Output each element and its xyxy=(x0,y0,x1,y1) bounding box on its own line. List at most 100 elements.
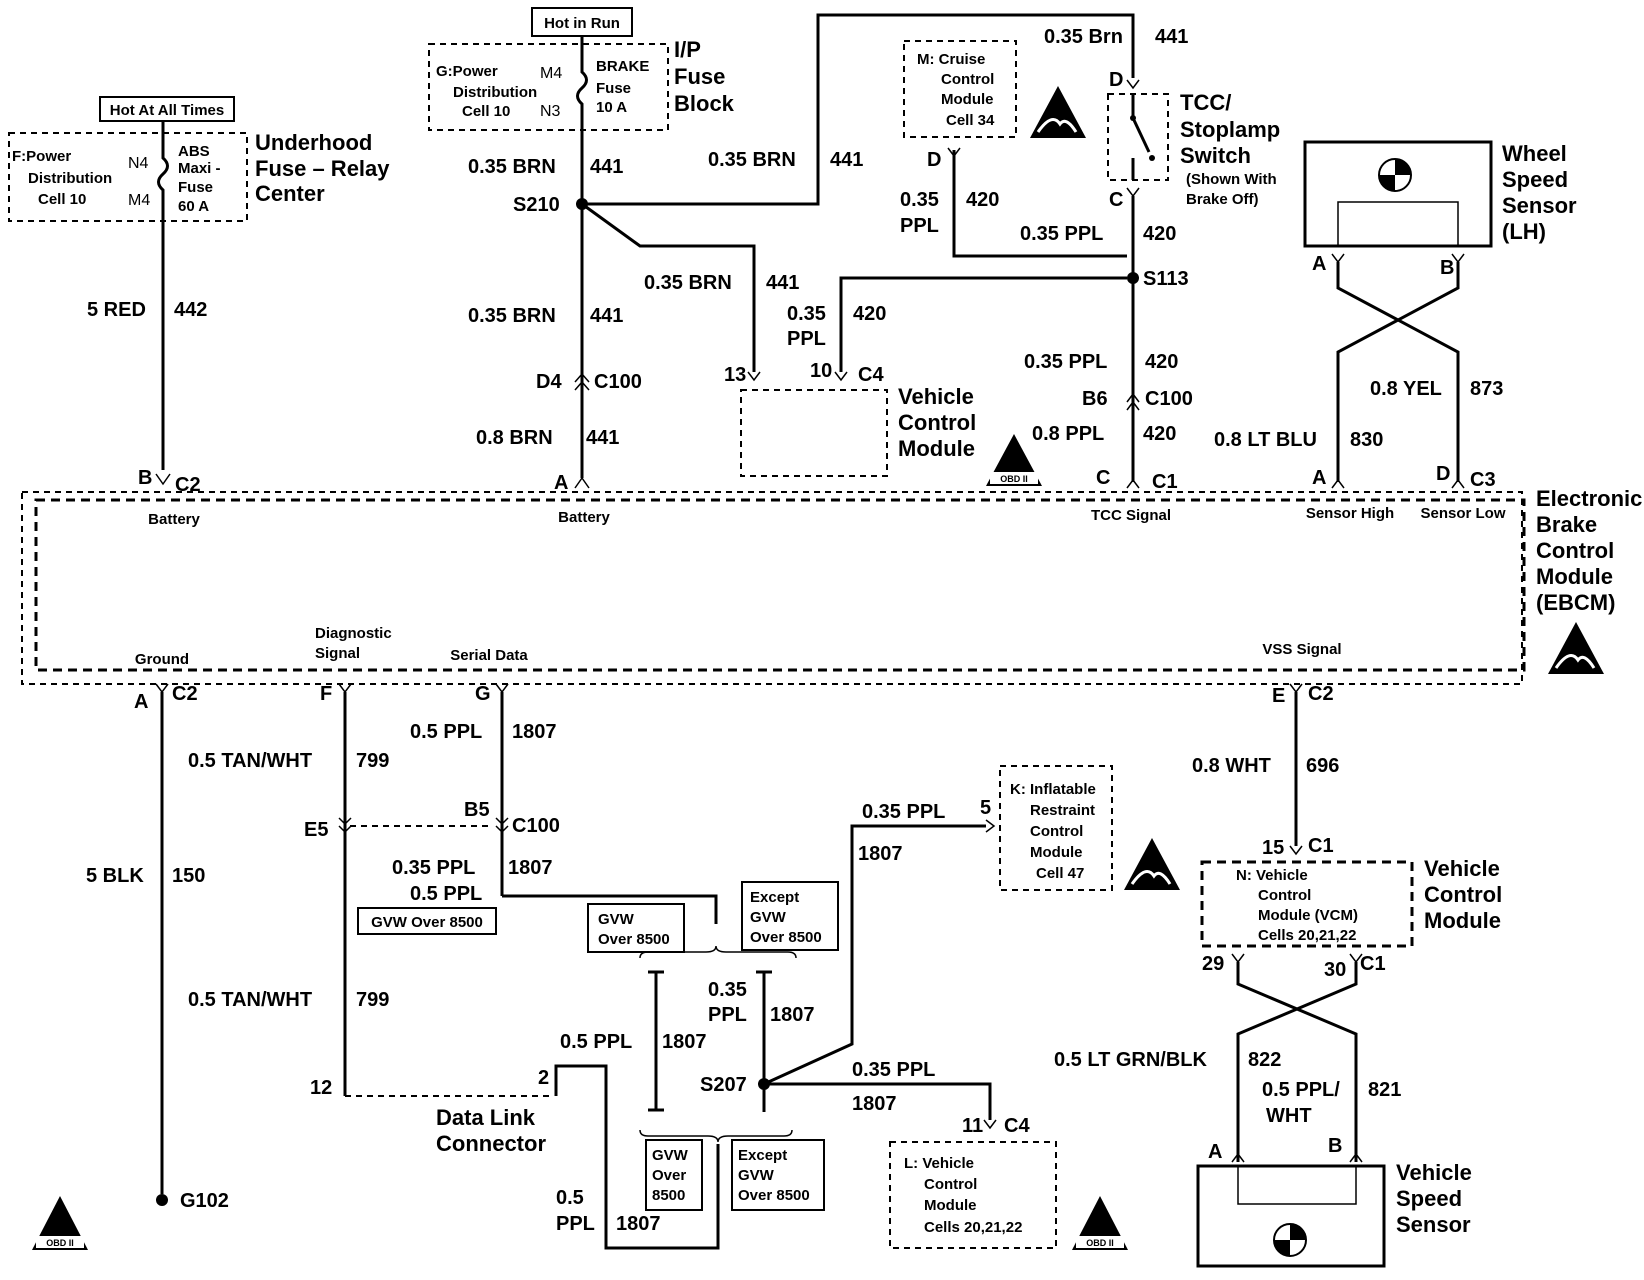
ebcm-title-2: Brake xyxy=(1536,512,1597,537)
ebcm-battery-1: Battery xyxy=(148,511,200,528)
vcml-box xyxy=(889,1141,1057,1249)
underhood-title-1: Underhood xyxy=(255,130,372,155)
wire-05ltgrnblk: 0.5 LT GRN/BLK xyxy=(1054,1049,1208,1071)
wire-035ppl-b5: 0.35 PPL xyxy=(392,857,475,879)
wire-08wht: 0.8 WHT xyxy=(1192,755,1271,777)
circuit-799-a: 799 xyxy=(356,750,389,772)
ip-title-3: Block xyxy=(674,91,735,116)
vcmn-title-1: Vehicle xyxy=(1424,856,1500,881)
connector-c100-e5 xyxy=(338,817,352,834)
ip-box-line3: Cell 10 xyxy=(462,103,510,120)
vcmn-line4: Cells 20,21,22 xyxy=(1258,927,1356,944)
underhood-title-3: Center xyxy=(255,181,325,206)
ebcm-vss-signal: VSS Signal xyxy=(1262,641,1341,658)
wire-035ppl-tcc: 0.35 PPL xyxy=(1020,223,1103,245)
wire-05tanwht-1: 0.5 TAN/WHT xyxy=(188,750,312,772)
wire-05ppl-b5: 0.5 PPL xyxy=(410,883,482,905)
vcm-n-pin-15: 15 xyxy=(1262,837,1284,859)
wire-035brn-1: 0.35 BRN xyxy=(468,156,556,178)
vcm-l: 11 C4 L: Vehicle Control Module Cells 20… xyxy=(889,1115,1128,1250)
vcm-top-title-3: Module xyxy=(898,436,975,461)
ebcm-title-1: Electronic xyxy=(1536,486,1642,511)
conn-c2-top: C2 xyxy=(175,474,201,496)
circuit-1807-a: 1807 xyxy=(512,721,557,743)
tcc-note-2: Brake Off) xyxy=(1186,191,1259,208)
inflatable-restraint-module: 5 K: Inflatable Restraint Control Module… xyxy=(980,765,1180,891)
wss-coil xyxy=(1337,201,1459,246)
tcc-title-2: Stoplamp xyxy=(1180,117,1280,142)
wire-035-s207-a: 0.35 xyxy=(708,979,747,1001)
tcc-title-3: Switch xyxy=(1180,143,1251,168)
ebcm-serial-data: Serial Data xyxy=(450,647,528,664)
vcml-line4: Cells 20,21,22 xyxy=(924,1219,1022,1236)
pin-d-tcc: D xyxy=(1109,69,1123,91)
ip-box-line1: G:Power xyxy=(436,63,498,80)
tcc-box xyxy=(1107,93,1169,181)
wss-title-1: Wheel xyxy=(1502,141,1567,166)
svg-text:OBD II: OBD II xyxy=(1000,474,1028,484)
connector-c2-b xyxy=(155,473,171,486)
pin-d-c3: D xyxy=(1436,463,1450,485)
ebcm-outer-box xyxy=(21,491,1523,685)
vss-coil xyxy=(1237,1166,1357,1205)
wire-830 xyxy=(1336,262,1460,482)
pin-f: F xyxy=(320,683,332,705)
conn-c2-vss: C2 xyxy=(1308,683,1334,705)
circuit-799-b: 799 xyxy=(356,989,389,1011)
circuit-441-b: 441 xyxy=(590,305,623,327)
conn-c1-vcmn-bot: C1 xyxy=(1360,953,1386,975)
vcm-n-pin-30: 30 xyxy=(1324,959,1346,981)
brake-fuse-line1: BRAKE xyxy=(596,58,649,75)
gvw-over-3b: Over xyxy=(652,1167,686,1184)
conn-d4: D4 xyxy=(536,371,562,393)
wire-5-red: 5 RED xyxy=(87,299,146,321)
conn-c4-top: C4 xyxy=(858,364,884,386)
underhood-box-line2: Distribution xyxy=(28,170,112,187)
obd-ii-icon: OBD II xyxy=(986,434,1042,486)
esd-icon-irc xyxy=(1124,838,1180,890)
vcm-top-box xyxy=(740,389,888,477)
vcmn-line1: N: Vehicle xyxy=(1236,867,1308,884)
abs-fuse-line1: ABS xyxy=(178,143,210,160)
switch-blade xyxy=(1131,117,1151,153)
wire-035-cruise-b: PPL xyxy=(900,215,939,237)
cruise-line2: Control xyxy=(941,71,994,88)
wire-441-to-vcm xyxy=(581,202,756,372)
wire-035ppl-irc: 0.35 PPL xyxy=(862,801,945,823)
ip-box-line2: Distribution xyxy=(453,84,537,101)
gvw-over-2a: GVW xyxy=(598,911,635,928)
conn-c2-ground: C2 xyxy=(172,683,198,705)
wire-420-cruise xyxy=(952,150,1127,258)
dlc-title-1: Data Link xyxy=(436,1105,536,1130)
circuit-873: 873 xyxy=(1470,378,1503,400)
connector-c100-d4 xyxy=(574,372,590,391)
wire-035-cruise-a: 0.35 xyxy=(900,189,939,211)
ebcm-title-3: Control xyxy=(1536,538,1614,563)
circuit-441-vcm: 441 xyxy=(766,272,799,294)
wire-08ltblu: 0.8 LT BLU xyxy=(1214,429,1317,451)
vcm-top: 13 10 C4 0.35 PPL 420 Vehicle Control Mo… xyxy=(724,276,1127,486)
pin-10: 10 xyxy=(810,360,832,382)
except-1a: Except xyxy=(750,889,799,906)
conn-c100-c: C100 xyxy=(512,815,560,837)
circuit-150: 150 xyxy=(172,865,205,887)
wire-05pplwht-b: WHT xyxy=(1266,1105,1312,1127)
wire-035brn-vcm: 0.35 BRN xyxy=(644,272,732,294)
conn-c100-a: C100 xyxy=(594,371,642,393)
circuit-420-c100: 420 xyxy=(1145,351,1178,373)
dlc-pin-2: 2 xyxy=(538,1067,549,1089)
ip-title-1: I/P xyxy=(674,37,701,62)
wss-pin-a: A xyxy=(1312,253,1326,275)
wire-035brn-tcc: 0.35 Brn xyxy=(1044,26,1123,48)
abs-fuse-line4: 60 A xyxy=(178,198,209,215)
wss-title-2: Speed xyxy=(1502,167,1568,192)
wire-035-ppl-vcm-b: PPL xyxy=(787,328,826,350)
ground-g102: G102 xyxy=(180,1190,229,1212)
ground-circuit: A C2 5 BLK 150 G102 OBD II xyxy=(32,683,229,1250)
circuit-1807-g: 1807 xyxy=(852,1093,897,1115)
conn-b6: B6 xyxy=(1082,388,1108,410)
except-1b: GVW xyxy=(750,909,787,926)
ebcm-tcc-signal: TCC Signal xyxy=(1091,507,1171,524)
underhood-box-line1: F:Power xyxy=(12,148,71,165)
